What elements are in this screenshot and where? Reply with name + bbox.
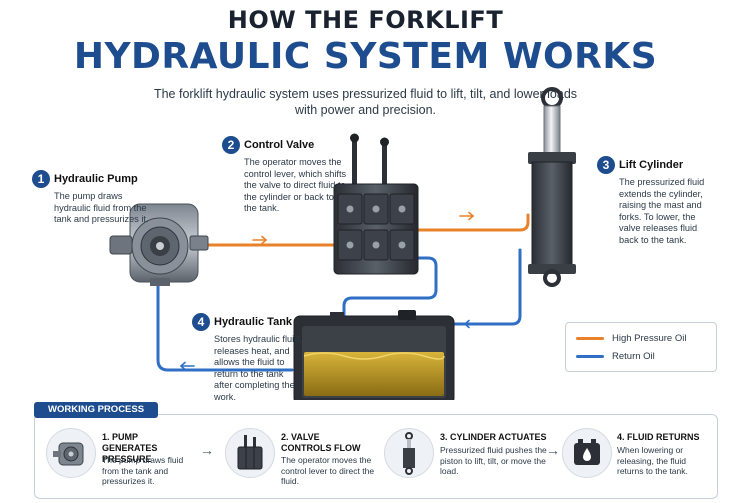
tank-icon <box>562 428 612 478</box>
process-step-title: 1. PUMP GENERATES PRESSURE <box>102 432 158 464</box>
page-title-line1: HOW THE FORKLIFT <box>227 6 504 34</box>
cylinder-icon <box>384 428 434 478</box>
valve-icon <box>225 428 275 478</box>
step-number-badge: 2 <box>222 136 240 154</box>
hydraulic-pump <box>109 203 209 286</box>
hydraulic-diagram <box>109 87 576 400</box>
process-step-desc: Pressurized fluid pushes the piston to l… <box>440 445 547 476</box>
pressure-arrow-2 <box>459 211 475 221</box>
pressure-arrow-1 <box>252 235 268 245</box>
legend-label: Return Oil <box>612 351 655 362</box>
legend: High Pressure Oil Return Oil <box>565 322 717 372</box>
step-title: Lift Cylinder <box>619 159 684 171</box>
step-description: The pump draws hydraulic fluid from the … <box>54 191 149 225</box>
legend-swatch-blue <box>576 354 604 358</box>
step-lift-cylinder: 3 Lift Cylinder The pressurized fluid ext… <box>597 156 707 246</box>
process-step-title: 4. FLUID RETURNS <box>617 432 700 442</box>
return-arrow-2 <box>463 319 479 329</box>
arrow-right-icon: → <box>200 442 214 458</box>
process-step-desc: The operator moves the control lever to … <box>281 455 375 486</box>
step-hydraulic-tank: 4 Hydraulic Tank Stores hydraulic fluid, … <box>192 313 304 403</box>
pressure-lines <box>204 213 530 247</box>
step-title: Hydraulic Tank <box>214 316 293 328</box>
step-number-badge: 4 <box>192 313 210 331</box>
legend-item-return: Return Oil <box>576 351 655 362</box>
hydraulic-tank <box>293 310 455 400</box>
step-title: Control Valve <box>244 139 315 151</box>
step-description: The operator moves the control lever, wh… <box>244 157 347 214</box>
legend-swatch-orange <box>576 336 604 340</box>
flow-arrows <box>179 211 479 371</box>
arrow-right-icon: → <box>546 442 560 458</box>
return-line-valve-to-tank <box>342 256 438 320</box>
pressure-line-valve-to-cylinder <box>413 213 530 232</box>
pump-icon <box>46 428 96 478</box>
page-title-line2: HYDRAULIC SYSTEM WORKS <box>73 36 658 77</box>
legend-label: High Pressure Oil <box>612 333 687 344</box>
step-control-valve: 2 Control Valve The operator moves the co… <box>222 136 347 215</box>
legend-item-high-pressure: High Pressure Oil <box>576 333 686 344</box>
step-description: Stores hydraulic fluid, releases heat, a… <box>214 334 302 402</box>
step-description: The pressurized fluid extends the cylind… <box>619 177 705 245</box>
process-step-title: 2. VALVE CONTROLS FLOW <box>281 432 361 453</box>
step-number-badge: 3 <box>597 156 615 174</box>
process-step-desc: The pump draws fluid from the tank and p… <box>102 455 184 486</box>
return-line-cylinder-to-tank <box>448 248 522 326</box>
page-subtitle: The forklift hydraulic system uses press… <box>153 87 578 117</box>
step-number-badge: 1 <box>32 170 50 188</box>
return-arrow-1 <box>179 361 195 371</box>
step-title: Hydraulic Pump <box>54 173 138 185</box>
lift-cylinder <box>528 87 576 287</box>
return-line-pump-to-tank <box>156 283 294 372</box>
process-step-desc: When lowering or releasing, the fluid re… <box>617 445 688 476</box>
working-process-tab: WORKING PROCESS <box>34 402 159 418</box>
step-hydraulic-pump: 1 Hydraulic Pump The pump draws hydraulic… <box>32 170 152 226</box>
return-lines <box>156 248 522 372</box>
process-step-title: 3. CYLINDER ACTUATES <box>440 432 547 442</box>
control-valve <box>333 133 419 275</box>
